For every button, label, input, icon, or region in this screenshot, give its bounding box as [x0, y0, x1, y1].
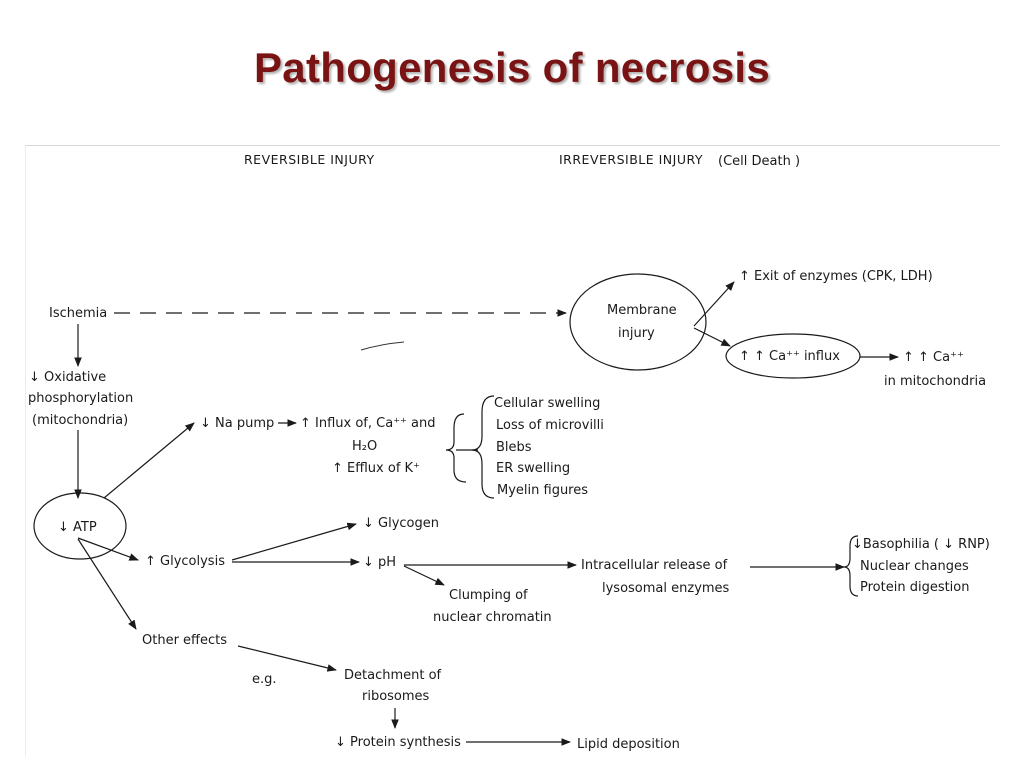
node-membrane-circle [569, 273, 707, 371]
brace-outcomes [843, 535, 859, 597]
slide-title: Pathogenesis of necrosis [253, 44, 771, 91]
node-membrane-line1: Membrane [607, 303, 677, 318]
edge-membrane-enzymes [693, 281, 735, 327]
edge-atp-other [77, 538, 137, 630]
brace-small [445, 413, 467, 483]
outcome-item: Protein digestion [860, 580, 970, 595]
node-other-effects: Other effects [142, 633, 227, 648]
node-release-line2: lysosomal enzymes [602, 581, 730, 596]
node-eg: e.g. [252, 672, 277, 687]
node-na-pump: ↓ Na pump [200, 416, 274, 431]
diagram-canvas: REVERSIBLE INJURY IRREVERSIBLE INJURY (C… [28, 152, 990, 752]
pathogenesis-diagram: REVERSIBLE INJURY IRREVERSIBLE INJURY (C… [25, 145, 1000, 756]
header-reversible: REVERSIBLE INJURY [244, 152, 375, 167]
swelling-item: Loss of microvilli [496, 418, 604, 433]
node-release-line1: Intracellular release of [581, 558, 728, 573]
node-detachment-line1: Detachment of [344, 668, 442, 683]
node-oxidative-line1: ↓ Oxidative [29, 370, 106, 385]
node-enzymes-exit: ↑ Exit of enzymes (CPK, LDH) [739, 269, 933, 284]
node-atp: ↓ ATP [58, 520, 97, 535]
swelling-item: ER swelling [496, 461, 570, 476]
brace-large [471, 395, 495, 499]
node-ca-influx: ↑ ↑ Ca⁺⁺ influx [739, 349, 840, 364]
node-lipid-deposition: Lipid deposition [577, 737, 680, 752]
stray-mark [360, 341, 405, 351]
node-ca-mito-line1: ↑ ↑ Ca⁺⁺ [903, 350, 964, 365]
swelling-item: Blebs [496, 440, 532, 455]
edge-other-detachment [237, 645, 337, 672]
edge-ph-clumping [403, 565, 445, 586]
node-atp-circle [33, 492, 127, 560]
node-glycolysis: ↑ Glycolysis [145, 554, 225, 569]
edge-membrane-ca [693, 327, 731, 347]
node-influx-line1: ↑ Influx of, Ca⁺⁺ and [300, 416, 436, 431]
node-membrane-line2: injury [618, 326, 655, 341]
swelling-item: Cellular swelling [494, 396, 600, 411]
node-clumping-line1: Clumping of [449, 588, 528, 603]
swelling-item: Myelin figures [497, 483, 588, 498]
edge-atp-glycolysis [77, 537, 139, 561]
node-oxidative-line2: phosphorylation [28, 391, 133, 406]
header-irreversible: IRREVERSIBLE INJURY [559, 152, 703, 167]
node-influx-line2: H₂O [352, 439, 377, 454]
node-ca-mito-line2: in mitochondria [884, 374, 986, 389]
edge-atp-napump [103, 422, 195, 499]
node-glycogen: ↓ Glycogen [363, 516, 439, 531]
outcome-item: Nuclear changes [860, 559, 969, 574]
node-oxidative-line3: (mitochondria) [32, 413, 128, 428]
node-ischemia: Ischemia [49, 306, 107, 321]
node-clumping-line2: nuclear chromatin [433, 610, 552, 625]
node-ca-influx-circle [725, 333, 861, 379]
outcome-item: ↓Basophilia ( ↓ RNP) [852, 537, 990, 552]
header-irreversible-note: (Cell Death ) [718, 154, 800, 169]
node-efflux: ↑ Efflux of K⁺ [332, 461, 420, 476]
node-detachment-line2: ribosomes [362, 689, 430, 704]
node-protein-synthesis: ↓ Protein synthesis [335, 735, 461, 750]
node-ph: ↓ pH [363, 555, 396, 570]
edge-glycolysis-glycogen [231, 522, 357, 561]
